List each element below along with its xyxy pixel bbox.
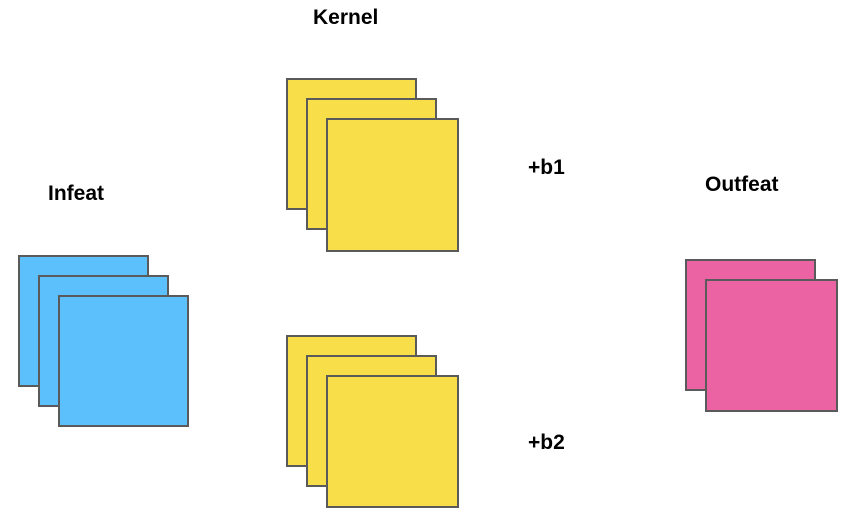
outfeat-label: Outfeat [705, 173, 779, 196]
infeat-layer [58, 295, 189, 427]
bias1-label: +b1 [528, 156, 565, 179]
outfeat-layer [705, 279, 838, 412]
infeat-label: Infeat [48, 182, 105, 205]
kernel-layer [326, 375, 459, 508]
kernel-layer [326, 118, 459, 252]
kernel-label: Kernel [313, 6, 379, 29]
bias2-label: +b2 [528, 431, 565, 454]
